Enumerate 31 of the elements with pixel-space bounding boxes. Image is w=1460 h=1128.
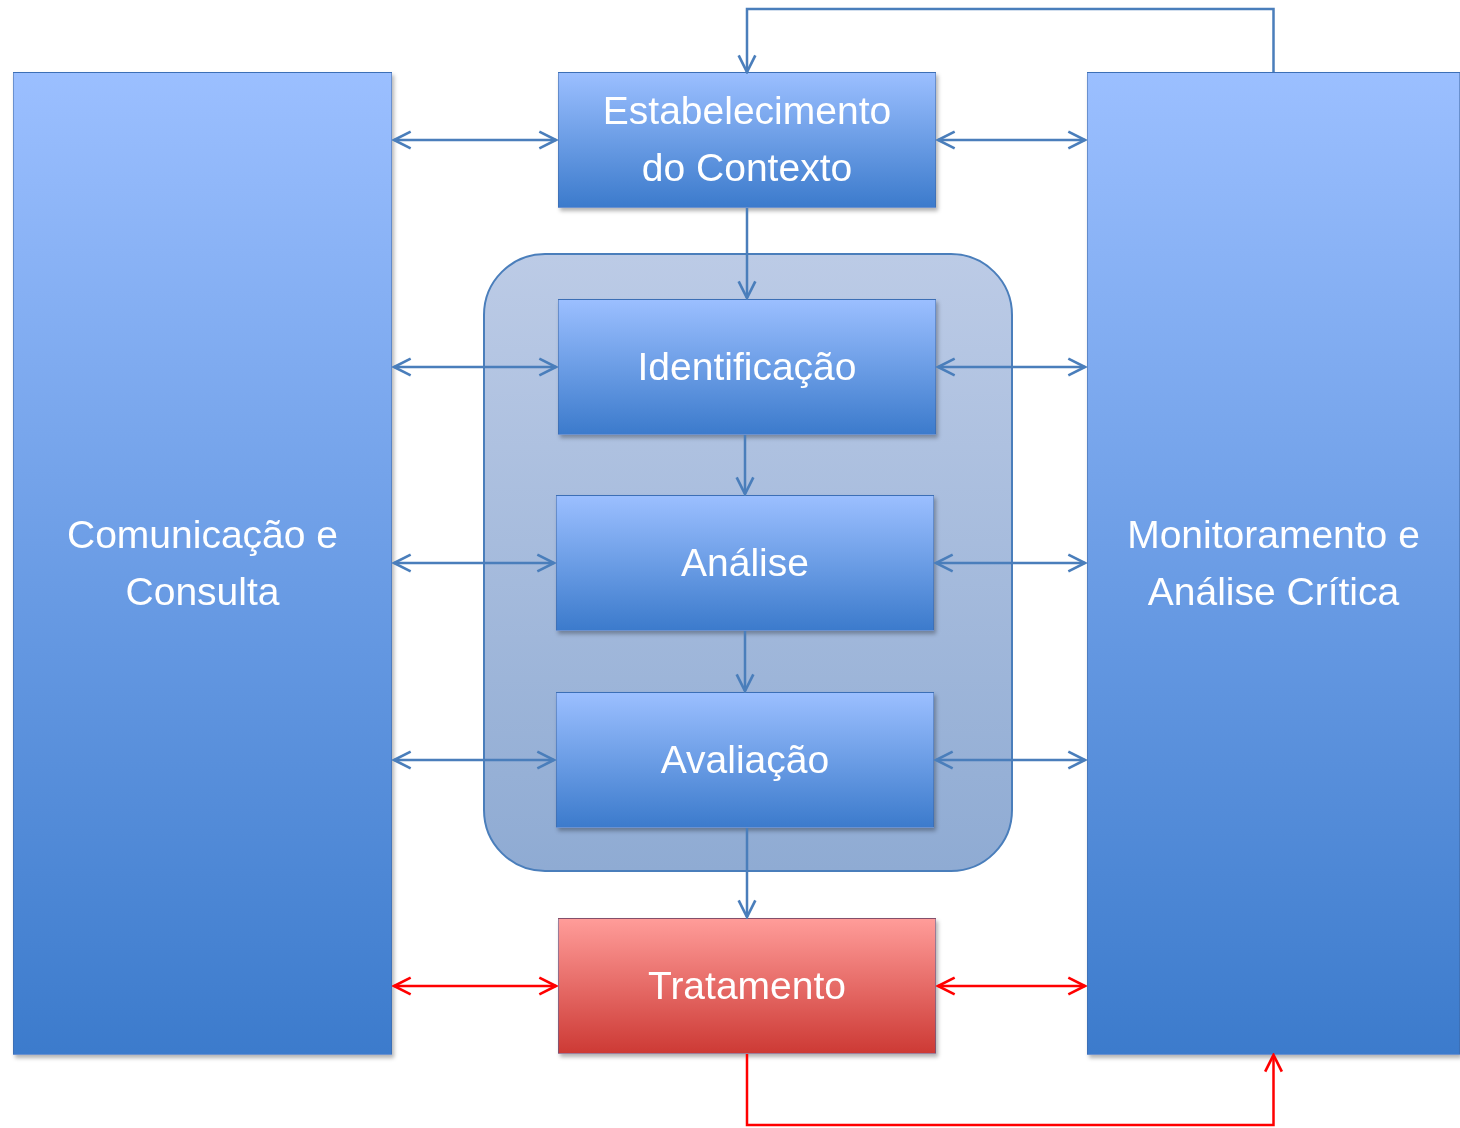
arrow <box>735 435 755 496</box>
node-label: Monitoramento e Análise Crítica <box>1126 511 1421 615</box>
double-arrow <box>934 553 1087 573</box>
double-arrow <box>936 130 1087 150</box>
process-box <box>558 299 936 435</box>
double-arrow <box>936 976 1087 996</box>
arrow <box>737 7 1275 74</box>
double-arrow <box>934 750 1087 770</box>
double-arrow <box>392 750 556 770</box>
process-box <box>558 918 936 1054</box>
node-label: Análise <box>680 539 810 586</box>
double-arrow <box>392 976 558 996</box>
process-box <box>1087 72 1460 1055</box>
double-arrow <box>392 553 556 573</box>
node-label: Comunicação e Consulta <box>66 511 339 615</box>
arrow <box>737 208 757 300</box>
arrow <box>737 828 757 919</box>
process-box <box>13 72 392 1055</box>
double-arrow <box>392 357 558 377</box>
process-box <box>558 72 936 208</box>
process-box <box>556 692 934 828</box>
arrow <box>735 631 755 693</box>
group-container <box>483 253 1013 872</box>
node-label: Avaliação <box>659 736 831 783</box>
node-label: Identificação <box>636 343 858 390</box>
double-arrow <box>392 130 558 150</box>
node-label: Tratamento <box>647 962 847 1009</box>
process-box <box>556 495 934 631</box>
node-label: Estabelecimento do Contexto <box>601 88 893 191</box>
arrow <box>745 1053 1284 1127</box>
double-arrow <box>936 357 1087 377</box>
